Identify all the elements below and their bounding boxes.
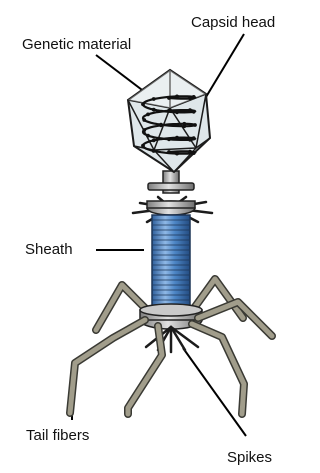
- label-spikes: Spikes: [227, 449, 272, 466]
- neck: [147, 171, 195, 215]
- label-sheath: Sheath: [25, 241, 73, 258]
- base-spikes: [146, 327, 198, 352]
- tail-sheath: [152, 215, 190, 308]
- leader-capsid-head: [206, 34, 244, 97]
- label-tail-fibers: Tail fibers: [26, 427, 89, 444]
- label-genetic-material: Genetic material: [22, 36, 131, 53]
- label-capsid-head: Capsid head: [191, 14, 275, 31]
- capsid-head: [128, 70, 210, 172]
